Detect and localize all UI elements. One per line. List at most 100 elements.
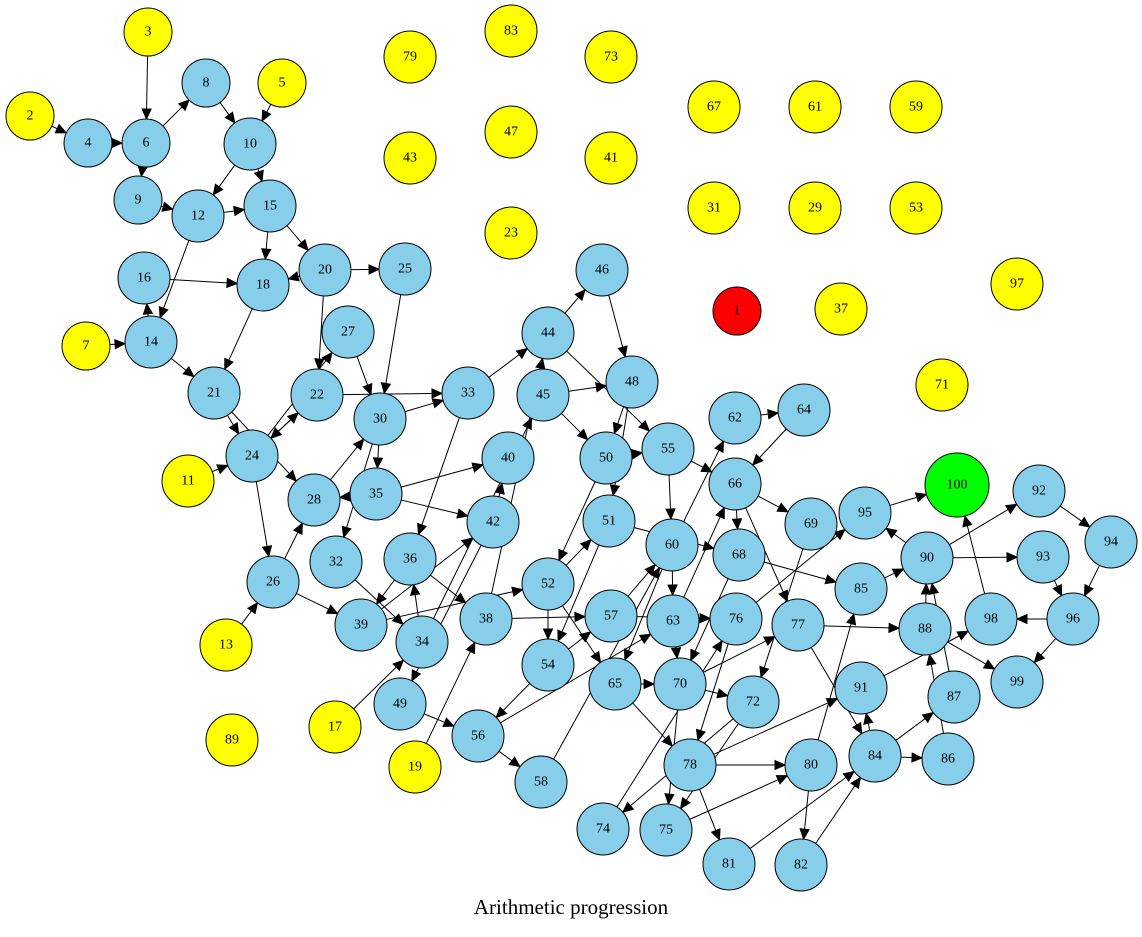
node-circle xyxy=(709,592,763,646)
node-label: 91 xyxy=(854,681,868,696)
node-circle xyxy=(889,80,943,134)
node-circle xyxy=(584,589,638,643)
edge-line xyxy=(749,777,847,849)
arrowhead-icon xyxy=(224,111,236,124)
node-36: 36 xyxy=(383,532,437,586)
node-96: 96 xyxy=(1046,592,1100,646)
arrowhead-icon xyxy=(767,408,780,420)
arrowhead-icon xyxy=(368,264,381,275)
node-circle xyxy=(702,837,756,891)
edge-line xyxy=(227,415,234,426)
edge-line xyxy=(255,481,268,547)
edge-84-to-87 xyxy=(895,711,935,741)
edge-48-to-50 xyxy=(612,406,625,435)
node-33: 33 xyxy=(441,366,495,420)
node-circle xyxy=(964,592,1018,646)
arrowhead-icon xyxy=(495,706,508,719)
node-label: 85 xyxy=(854,582,868,597)
arrowhead-icon xyxy=(182,365,195,378)
node-circle xyxy=(349,467,403,521)
edge-line xyxy=(423,713,445,723)
edge-78-to-80 xyxy=(716,759,787,771)
edge-line xyxy=(218,164,236,188)
arrowhead-icon xyxy=(515,347,529,360)
node-88: 88 xyxy=(898,602,952,656)
edge-line xyxy=(893,533,907,544)
node-circle xyxy=(584,30,638,84)
node-78: 78 xyxy=(663,738,717,792)
arrowhead-icon xyxy=(690,648,700,662)
arrowhead-icon xyxy=(372,457,384,470)
edge-line xyxy=(270,419,292,439)
edge-line xyxy=(425,651,471,744)
edge-3-to-6 xyxy=(141,55,152,121)
node-label: 39 xyxy=(354,618,368,633)
node-35: 35 xyxy=(349,467,403,521)
edge-70-to-77 xyxy=(703,636,776,673)
node-72: 72 xyxy=(726,675,780,729)
node-circle xyxy=(921,732,975,786)
node-circle xyxy=(834,562,888,616)
edge-6-to-8 xyxy=(162,99,190,127)
edge-line xyxy=(1088,565,1100,587)
node-label: 25 xyxy=(398,262,412,277)
edge-line xyxy=(699,789,717,831)
node-95: 95 xyxy=(838,486,892,540)
arrowhead-icon xyxy=(362,382,373,396)
edge-80-to-82 xyxy=(799,790,810,841)
node-circle xyxy=(466,495,520,549)
edge-line xyxy=(385,294,402,384)
node-28: 28 xyxy=(287,473,341,527)
arrowhead-icon xyxy=(714,440,724,454)
node-66: 66 xyxy=(708,457,762,511)
node-label: 64 xyxy=(797,403,811,418)
edge-line xyxy=(884,572,895,579)
node-label: 41 xyxy=(604,151,618,166)
node-label: 1 xyxy=(734,304,741,319)
arrowhead-icon xyxy=(246,601,259,615)
edge-55-to-60 xyxy=(665,474,676,521)
arrowhead-icon xyxy=(850,776,862,790)
node-circle xyxy=(900,531,954,585)
node-label: 14 xyxy=(144,335,158,350)
node-63: 63 xyxy=(646,594,700,648)
edge-90-to-95 xyxy=(885,527,907,544)
node-label: 90 xyxy=(920,551,934,566)
node-label: 11 xyxy=(181,474,194,489)
arrowhead-icon xyxy=(699,612,712,624)
edge-78-to-81 xyxy=(699,789,721,841)
arrowhead-icon xyxy=(410,583,421,596)
arrowhead-icon xyxy=(926,653,937,666)
node-circle xyxy=(915,358,969,412)
node-30: 30 xyxy=(353,392,407,446)
node-39: 39 xyxy=(334,598,388,652)
arrowhead-icon xyxy=(454,592,467,604)
edge-28-to-30 xyxy=(330,438,365,481)
edge-line xyxy=(949,509,1009,546)
edge-line xyxy=(568,637,583,650)
node-circle xyxy=(777,383,831,437)
node-circle xyxy=(788,181,842,235)
node-circle xyxy=(334,598,388,652)
node-76: 76 xyxy=(709,592,763,646)
arrowhead-icon xyxy=(226,277,239,289)
node-68: 68 xyxy=(712,528,766,582)
node-circle xyxy=(582,494,636,548)
edge-line xyxy=(815,785,856,844)
node-10: 10 xyxy=(223,117,277,171)
edge-57-to-60 xyxy=(627,563,656,597)
edge-34-to-36 xyxy=(410,583,421,617)
node-97: 97 xyxy=(990,257,1044,311)
node-label: 34 xyxy=(415,635,429,650)
node-60: 60 xyxy=(645,518,699,572)
arrowhead-icon xyxy=(508,756,521,768)
edge-50-to-52 xyxy=(558,481,596,562)
node-label: 97 xyxy=(1010,277,1024,292)
node-51: 51 xyxy=(582,494,636,548)
node-circle xyxy=(605,355,659,409)
arrowhead-icon xyxy=(341,525,352,539)
node-52: 52 xyxy=(521,557,575,611)
node-label: 75 xyxy=(659,823,673,838)
edge-26-to-39 xyxy=(296,592,339,615)
node-circle xyxy=(774,838,828,892)
